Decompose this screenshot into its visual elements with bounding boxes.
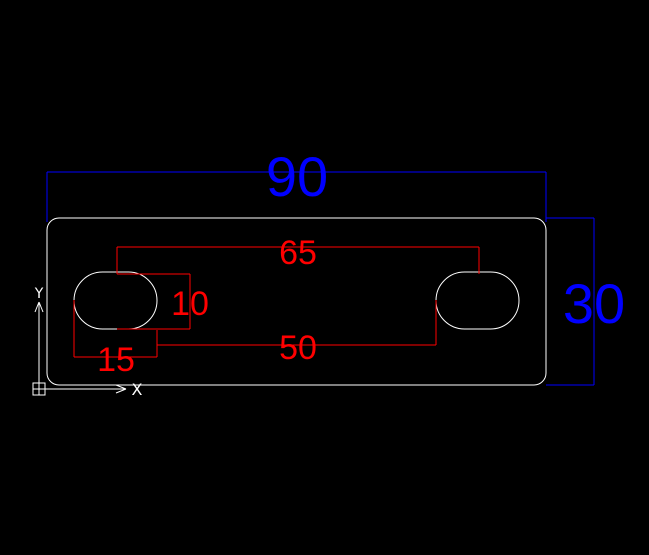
dimension-slot-width (117, 273, 191, 330)
dimension-label-slot-length: 15 (97, 341, 135, 379)
ucs-x-label: X (132, 380, 143, 399)
dimension-label-slot-inner-distance: 50 (279, 329, 317, 367)
dimension-label-slot-width: 10 (171, 285, 209, 323)
slot-right (435, 271, 520, 330)
slot-left (73, 271, 158, 330)
dimension-overall-height (546, 217, 595, 386)
dimension-slot-inner-distance (156, 300, 437, 357)
dimension-label-overall-height: 30 (563, 272, 625, 335)
dimension-slot-length (73, 300, 157, 358)
dimension-label-overall-width: 90 (266, 145, 328, 208)
dimension-overall-width (46, 171, 547, 222)
dimension-label-slot-center-distance: 65 (279, 234, 317, 272)
dimension-slot-center-distance (116, 246, 480, 274)
ucs-icon (32, 301, 127, 396)
plate-outline (46, 217, 547, 386)
ucs-y-label: Y (34, 286, 44, 302)
